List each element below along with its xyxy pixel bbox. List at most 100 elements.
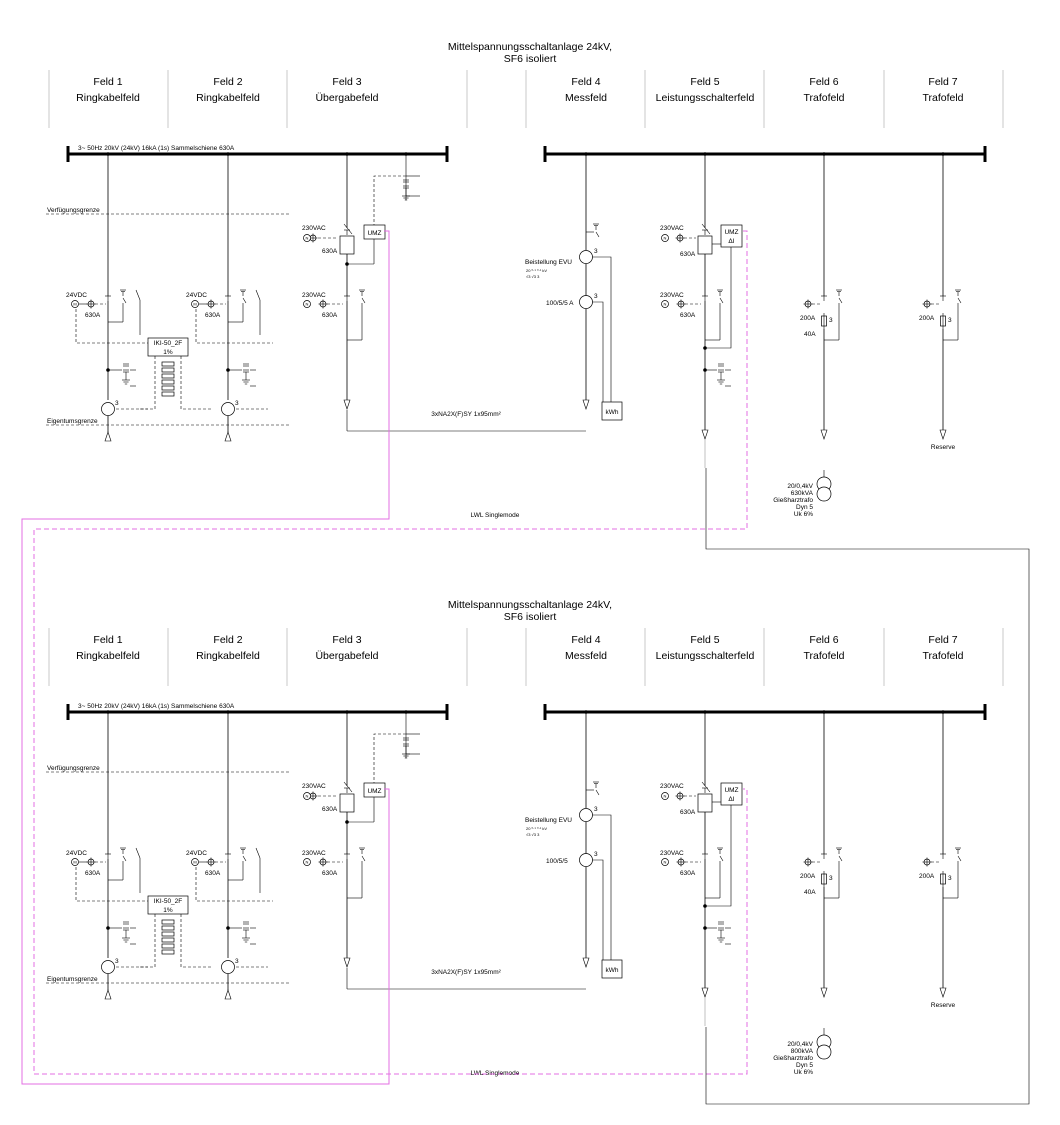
transformer-spec-line-5: Uk 6% <box>794 511 813 518</box>
motor-circle <box>661 234 669 242</box>
earthing-switch <box>120 289 127 304</box>
current-transformer <box>221 960 235 974</box>
vt-count: 3 <box>594 248 598 255</box>
vt-ratio-sub: √3 √3 3 <box>526 274 540 279</box>
field-3-name: Feld 3 <box>332 76 361 88</box>
cable-end-arrow <box>939 987 947 998</box>
umz-box <box>363 224 386 240</box>
load-break-switch <box>940 853 946 859</box>
earth-blade <box>242 855 247 862</box>
iki-percent: 1% <box>163 907 173 914</box>
earth-blade <box>595 789 600 796</box>
drive-mechanism-icon <box>86 299 96 309</box>
cap-earth <box>717 376 725 385</box>
iki-led-block <box>161 943 175 949</box>
breaker-rating-label: 630A <box>322 248 338 255</box>
iki-led-block <box>161 361 175 367</box>
iki-short-circuit-indicator: IKI-50_2F1% <box>140 337 212 410</box>
breaker-blade <box>701 781 711 793</box>
drive-mechanism-icon-2 <box>676 857 686 867</box>
relay-feedback-node <box>703 904 707 908</box>
current-transformer <box>221 402 235 416</box>
motor-letter: N <box>306 236 309 241</box>
drive-mechanism-icon <box>206 857 216 867</box>
motor-letter: N <box>664 236 667 241</box>
field-7-label: Trafofeld <box>922 92 963 104</box>
transformer-winding-secondary <box>816 486 832 502</box>
motor-circle <box>303 234 311 242</box>
earthing-switch <box>120 847 127 862</box>
motor-letter: M <box>73 860 76 865</box>
drive-mechanism-icon <box>803 299 813 309</box>
eigentumsgrenze-label: Eigentumsgrenze <box>47 976 98 983</box>
load-break-switch <box>225 853 231 859</box>
transformer-spec-line-3: Gießharztrafo <box>773 497 813 504</box>
motor-drive-icon: N <box>303 792 311 800</box>
field-7-label: Trafofeld <box>922 650 963 662</box>
field-4-name: Feld 4 <box>571 634 600 646</box>
current-transformer <box>579 295 593 309</box>
field-4-label: Messfeld <box>565 92 607 104</box>
ct-circle <box>579 853 593 867</box>
earthing-switch <box>240 847 247 862</box>
field-2-name: Feld 2 <box>213 76 242 88</box>
field-7-name: Feld 7 <box>928 76 957 88</box>
motor-letter: N <box>306 860 309 865</box>
iki-led-block <box>161 931 175 937</box>
iki-wire-right <box>180 914 212 968</box>
cable-end-arrow <box>343 399 351 410</box>
drive-voltage-label: 24VDC <box>186 850 207 857</box>
cap-earth <box>242 376 250 385</box>
load-break-switch <box>940 295 946 301</box>
drive-voltage-label-2: 230VAC <box>660 292 684 299</box>
drive-voltage-label: 24VDC <box>66 292 87 299</box>
switch-rating-label: 630A <box>680 870 696 877</box>
circuit-breaker <box>702 787 708 793</box>
switch-rating-label: 630A <box>85 312 101 319</box>
beistellung-label: Beistellung EVU <box>525 259 572 266</box>
earthing-switch <box>240 289 247 304</box>
motor-circle <box>661 300 669 308</box>
field-2-label: Ringkabelfeld <box>196 650 260 662</box>
breaker-rating-label: 630A <box>322 806 338 813</box>
load-break-switch <box>821 295 827 301</box>
section-title: Mittelspannungsschaltanlage 24kV, <box>448 41 612 53</box>
earth-blade <box>719 297 724 304</box>
field-3-label: Übergabefeld <box>315 650 378 662</box>
field-1-label: Ringkabelfeld <box>76 92 140 104</box>
vt-ratio-label: 20 ⁰·¹ ⁰·¹ kV <box>526 826 547 831</box>
field-6-label: Trafofeld <box>803 92 844 104</box>
lwl-loop-dashed <box>33 230 748 1075</box>
field-4-label: Messfeld <box>565 650 607 662</box>
drive-mechanism-icon <box>922 857 932 867</box>
disconnector <box>344 853 350 859</box>
transformer-spec-line-2: 630kVA <box>791 490 814 497</box>
current-transformer <box>101 402 115 416</box>
iki-led-block <box>161 373 175 379</box>
transformer-spec-line-2: 800kVA <box>791 1048 814 1055</box>
field-3-name: Feld 3 <box>332 634 361 646</box>
disconnector <box>344 295 350 301</box>
earthing-switch <box>836 847 843 862</box>
motor-letter: M <box>193 860 196 865</box>
protection-relay <box>697 235 713 255</box>
umz-box <box>720 224 743 248</box>
motor-circle <box>661 792 669 800</box>
umz-label: UMZ <box>367 788 381 795</box>
field-6-name: Feld 6 <box>809 76 838 88</box>
motor-letter: M <box>73 302 76 307</box>
cable-end-arrow <box>343 957 351 968</box>
field-5-name: Feld 5 <box>690 634 719 646</box>
breaker-blade <box>343 223 353 235</box>
switch-rating-label: 630A <box>205 870 221 877</box>
verfuegungsgrenze-label: Verfügungsgrenze <box>47 207 100 214</box>
verfuegungsgrenze-label: Verfügungsgrenze <box>47 765 100 772</box>
transformer-spec-line-1: 20/0,4kV <box>787 1041 813 1048</box>
iki-led-block <box>161 367 175 373</box>
field-2-name: Feld 2 <box>213 634 242 646</box>
iki-wire-right <box>180 356 212 410</box>
iki-led-block <box>161 925 175 931</box>
